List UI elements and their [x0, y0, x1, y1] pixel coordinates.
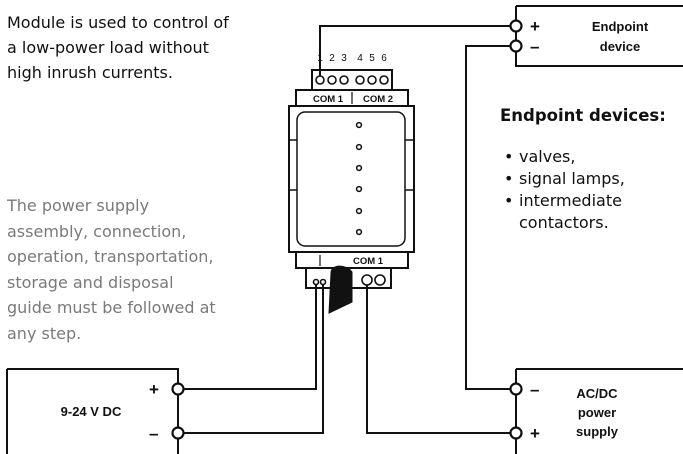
dc-supply-box — [6, 368, 179, 454]
terminal-1 — [315, 75, 325, 85]
bottom-terminal-d — [374, 274, 386, 286]
endpoint-plus-terminal — [509, 19, 523, 33]
note-line-5: guide must be followed at — [7, 298, 216, 317]
psu-minus-sign: – — [530, 380, 539, 399]
safety-note: The power supply assembly, connection, o… — [7, 193, 252, 346]
led-2 — [355, 143, 363, 151]
bottom-label-com1: COM 1 — [353, 256, 384, 267]
endpoint-minus-sign: – — [530, 37, 539, 56]
pin-number-2: 2 — [329, 53, 335, 64]
pin-number-6: 6 — [381, 53, 387, 64]
note-line-6: any step. — [7, 323, 82, 343]
note-line-3: operation, transportation, — [7, 247, 214, 266]
wire-pin1-to-endpoint-plus — [319, 25, 516, 76]
led-5 — [355, 207, 363, 215]
led-3 — [355, 164, 363, 172]
bottom-terminal-b — [319, 278, 327, 286]
endpoint-device-item: valves, — [498, 146, 669, 168]
psu-plus-terminal — [509, 426, 523, 440]
dc-label: 9-24 V DC — [61, 404, 122, 419]
dc-minus-sign: – — [149, 424, 158, 443]
wire-endpoint-minus-to-psu-minus — [465, 45, 516, 390]
wire-module-to-psu-plus — [366, 285, 516, 434]
pin-number-4: 4 — [357, 53, 363, 64]
wire-module-to-dc-plus — [178, 285, 317, 390]
endpoint-devices-list: valves, signal lamps, intermediate conta… — [498, 146, 669, 234]
endpoint-minus-terminal — [509, 39, 523, 53]
terminal-5 — [367, 75, 377, 85]
dc-plus-sign: + — [149, 380, 159, 399]
endpoint-title-line1: Endpoint — [592, 19, 649, 34]
led-1 — [355, 121, 363, 129]
psu-minus-terminal — [509, 382, 523, 396]
psu-plus-sign: + — [530, 424, 540, 443]
intro-line-2: a low-power load without — [7, 38, 209, 57]
pin-number-5: 5 — [369, 53, 375, 64]
intro-line-1: Module is used to control of — [7, 13, 229, 32]
led-6 — [355, 228, 363, 236]
note-line-1: The power supply — [7, 196, 150, 215]
endpoint-device-item-text: intermediate contactors. — [519, 191, 622, 232]
front-panel — [296, 111, 406, 247]
dc-plus-terminal — [171, 382, 185, 396]
note-line-4: storage and disposal — [7, 272, 174, 292]
wire-module-to-dc-minus — [178, 285, 324, 434]
endpoint-device-item: intermediate contactors. — [498, 190, 669, 234]
endpoint-device-item: signal lamps, — [498, 168, 669, 190]
terminal-2 — [327, 75, 337, 85]
relay-module — [288, 69, 415, 289]
pin-number-3: 3 — [341, 53, 347, 64]
led-4 — [355, 185, 363, 193]
terminal-6 — [379, 75, 389, 85]
psu-line3: supply — [576, 424, 619, 439]
terminal-4 — [355, 75, 365, 85]
module-body — [288, 105, 415, 253]
intro-line-3: high inrush currents. — [7, 63, 173, 82]
din-rail-clip — [328, 265, 353, 314]
pin-number-1: 1 — [317, 53, 323, 64]
terminal-3 — [339, 75, 349, 85]
endpoint-title-line2: device — [600, 39, 640, 54]
top-label-com1: COM 1 — [313, 94, 344, 105]
psu-line1: AC/DC — [576, 386, 618, 401]
note-line-2: assembly, connection, — [7, 221, 187, 241]
top-label-com2: COM 2 — [363, 94, 393, 105]
bottom-terminal-c — [361, 274, 373, 286]
endpoint-device-box — [515, 5, 683, 67]
dc-minus-terminal — [171, 426, 185, 440]
psu-line2: power — [578, 405, 616, 420]
bottom-terminal-a — [312, 278, 320, 286]
intro-text: Module is used to control of a low-power… — [7, 10, 267, 85]
endpoint-devices-heading: Endpoint devices: — [500, 106, 666, 125]
endpoint-plus-sign: + — [530, 17, 540, 36]
